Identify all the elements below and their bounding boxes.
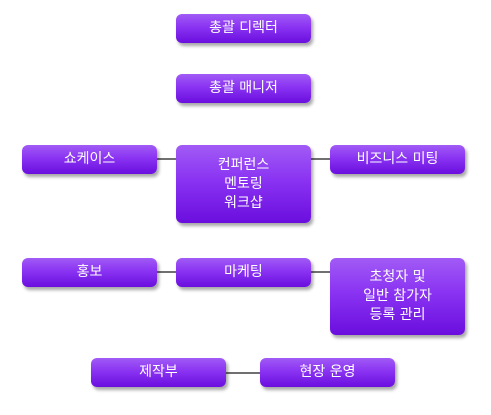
node-marketing: 마케팅 — [176, 258, 311, 287]
node-manager: 총괄 매니저 — [176, 74, 311, 103]
node-pr: 홍보 — [22, 258, 157, 287]
node-business-meeting: 비즈니스 미팅 — [330, 145, 465, 174]
node-director: 총괄 디렉터 — [176, 14, 311, 43]
node-production: 제작부 — [91, 358, 226, 387]
node-conference: 컨퍼런스 멘토링 워크샵 — [176, 145, 311, 223]
node-onsite-operation: 현장 운영 — [260, 358, 395, 387]
node-showcase: 쇼케이스 — [22, 145, 157, 174]
node-invite-management: 초청자 및 일반 참가자 등록 관리 — [330, 258, 465, 335]
